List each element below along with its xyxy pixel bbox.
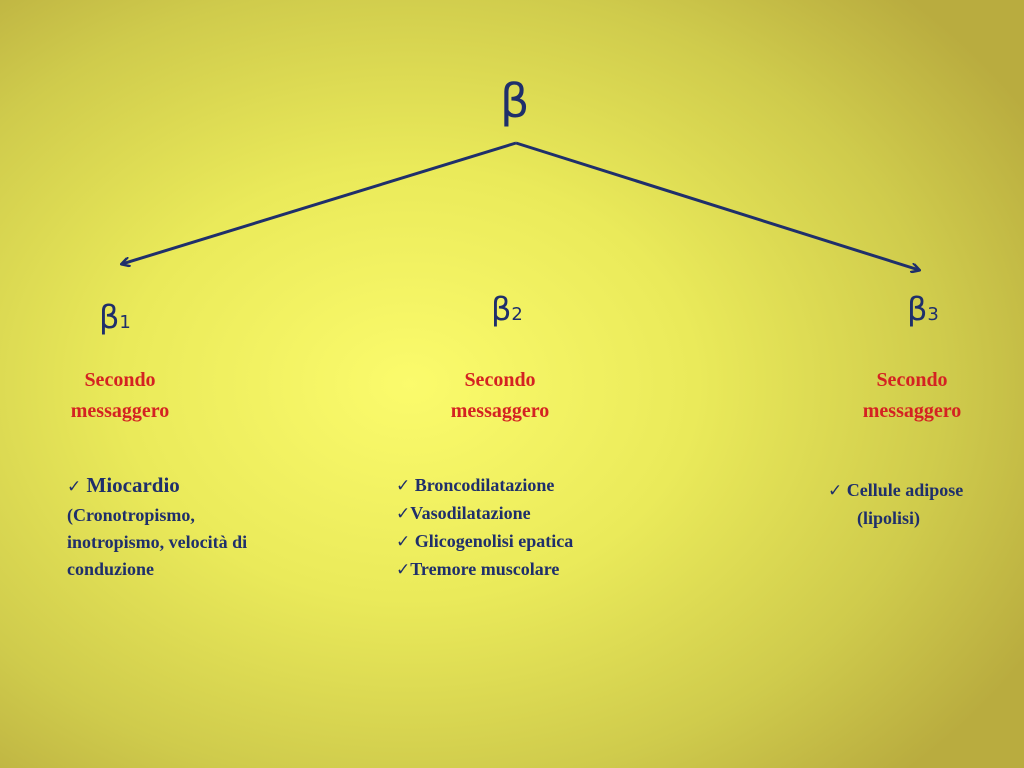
beta1-symbol: β [99, 298, 120, 336]
beta2-effects: ✓ Broncodilatazione ✓Vasodilatazione ✓ G… [396, 472, 656, 584]
beta1-effect-item: ✓ Miocardio [67, 470, 327, 502]
beta2-messenger: Secondo messaggero [420, 365, 580, 427]
beta1-effect-detail-1: (Cronotropismo, [67, 505, 195, 525]
beta3-messenger-line1: Secondo [876, 369, 948, 391]
beta2-subscript: 2 [511, 304, 523, 325]
beta1-messenger-line1: Secondo [84, 369, 156, 391]
beta3-effect-detail: (lipolisi) [857, 508, 921, 528]
checkmark-icon: ✓ [396, 504, 411, 524]
beta2-effect-item-4: ✓Tremore muscolare [396, 556, 656, 584]
beta2-effect-text-3: Glicogenolisi epatica [414, 531, 574, 551]
checkmark-icon: ✓ [396, 476, 411, 496]
beta3-effect-item: ✓ Cellule adipose [828, 477, 1018, 505]
beta2-effect-item-2: ✓Vasodilatazione [396, 500, 656, 528]
checkmark-icon: ✓ [67, 477, 82, 497]
beta3-effect-text: Cellule adipose [846, 480, 964, 500]
beta1-effects: ✓ Miocardio (Cronotropismo, inotropismo,… [67, 470, 327, 583]
checkmark-icon: ✓ [828, 481, 843, 501]
beta1-label: β1 [99, 298, 131, 336]
beta2-symbol: β [491, 290, 512, 328]
beta2-messenger-line2: messaggero [450, 400, 550, 422]
beta2-effect-text-1: Broncodilatazione [414, 475, 555, 495]
beta2-effect-text-4: Tremore muscolare [410, 559, 560, 579]
beta3-symbol: β [907, 290, 928, 328]
beta2-label: β2 [491, 290, 523, 328]
checkmark-icon: ✓ [396, 532, 411, 552]
beta1-messenger: Secondo messaggero [40, 365, 200, 427]
beta2-effect-item-3: ✓ Glicogenolisi epatica [396, 528, 656, 556]
arrow-to-beta3 [515, 141, 919, 270]
beta2-effect-text-2: Vasodilatazione [410, 503, 531, 523]
beta1-effect-text: Miocardio [86, 473, 180, 497]
beta3-effects: ✓ Cellule adipose (lipolisi) [828, 477, 1018, 532]
beta2-effect-item-1: ✓ Broncodilatazione [396, 472, 656, 500]
beta1-messenger-line2: messaggero [70, 400, 170, 422]
arrow-to-beta1 [122, 141, 517, 264]
beta1-effect-detail-3: conduzione [67, 559, 155, 579]
beta1-effect-detail-2: inotropismo, velocità di [67, 532, 248, 552]
root-beta-symbol: β [500, 74, 530, 128]
beta1-subscript: 1 [119, 312, 131, 333]
beta3-label: β3 [907, 290, 939, 328]
checkmark-icon: ✓ [396, 560, 411, 580]
beta3-subscript: 3 [927, 304, 939, 325]
beta2-messenger-line1: Secondo [464, 369, 536, 391]
beta3-messenger-line2: messaggero [862, 400, 962, 422]
beta3-messenger: Secondo messaggero [832, 365, 992, 427]
